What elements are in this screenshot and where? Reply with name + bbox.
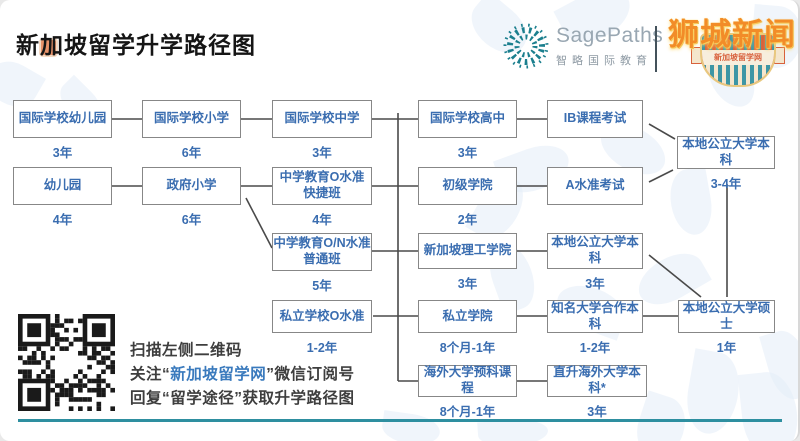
node-a-level-exam: A水准考试 <box>547 167 643 205</box>
badge-shield: 新加坡留学网 <box>700 33 776 87</box>
footer-line1: 扫描左侧二维码 <box>130 342 243 359</box>
node-duration-local-public-uni-bachelor-a: 3-4年 <box>710 177 742 191</box>
node-duration-overseas-bachelor: 3年 <box>587 405 607 419</box>
node-duration-o-level-express: 4年 <box>312 213 332 227</box>
badge-text: 新加坡留学网 <box>714 53 762 62</box>
node-duration-polytechnic: 3年 <box>457 277 478 291</box>
footer-highlight: 新加坡留学网 <box>170 366 267 383</box>
logo-subtitle: 智略国际教育 <box>556 55 652 67</box>
node-duration-private-college: 8个月-1年 <box>439 341 496 355</box>
logo-name: SagePaths <box>556 24 664 47</box>
node-private-school-o-level: 私立学校O水准 <box>272 300 372 333</box>
node-local-public-uni-master: 本地公立大学硕士 <box>678 300 775 333</box>
node-o-level-express: 中学教育O水准 快捷班 <box>272 167 372 205</box>
node-private-college: 私立学院 <box>418 300 517 333</box>
node-duration-partner-uni-bachelor: 1-2年 <box>579 341 611 355</box>
node-intl-high-school: 国际学校高中 <box>418 100 517 138</box>
sagepaths-logo: SagePaths 智略国际教育 <box>502 22 663 70</box>
liuxue-badge: 新加坡留学网 <box>691 33 785 87</box>
node-duration-private-school-o-level: 1-2年 <box>306 341 338 355</box>
node-duration-intl-kindergarten: 3年 <box>52 146 73 160</box>
news-watermark: 狮城新闻 <box>668 17 796 52</box>
node-duration-junior-college: 2年 <box>457 213 478 227</box>
node-intl-primary: 国际学校小学 <box>142 100 241 138</box>
node-duration-gov-primary: 6年 <box>181 213 202 227</box>
node-intl-kindergarten: 国际学校幼儿园 <box>13 100 112 138</box>
node-ib-exam: IB课程考试 <box>547 100 643 138</box>
node-duration-local-public-uni-master: 1年 <box>716 341 737 355</box>
qr-code <box>18 314 115 411</box>
node-junior-college: 初级学院 <box>418 167 517 205</box>
node-overseas-foundation: 海外大学预科课程 <box>418 365 517 397</box>
footer-line3: 回复“留学途径”获取升学路径图 <box>130 390 355 407</box>
node-duration-intl-secondary: 3年 <box>312 146 332 160</box>
node-overseas-bachelor: 直升海外大学本科* <box>547 365 647 397</box>
footer-line2: 关注“新加坡留学网”微信订阅号 <box>130 366 355 383</box>
logo-divider <box>655 26 657 72</box>
node-intl-secondary: 国际学校中学 <box>272 100 372 138</box>
node-duration-intl-high-school: 3年 <box>457 146 478 160</box>
bottom-rule <box>18 419 782 422</box>
qr-center-logo <box>39 38 58 57</box>
node-kindergarten: 幼儿园 <box>13 167 112 205</box>
node-on-level-normal: 中学教育O/N水准 普通班 <box>272 233 372 271</box>
node-duration-intl-primary: 6年 <box>181 146 202 160</box>
burst-logo-icon <box>503 23 549 69</box>
node-duration-overseas-foundation: 8个月-1年 <box>439 405 496 419</box>
node-duration-local-public-uni-bachelor-b: 3年 <box>585 277 605 291</box>
node-local-public-uni-bachelor-a: 本地公立大学本科 <box>677 136 775 169</box>
page-title: 新加坡留学升学路径图 <box>16 32 256 58</box>
node-partner-uni-bachelor: 知名大学合作本科 <box>547 300 643 333</box>
node-duration-kindergarten: 4年 <box>52 213 73 227</box>
node-local-public-uni-bachelor-b: 本地公立大学本科 <box>547 233 643 269</box>
node-gov-primary: 政府小学 <box>142 167 241 205</box>
node-polytechnic: 新加坡理工学院 <box>418 233 517 269</box>
node-duration-on-level-normal: 5年 <box>312 279 332 293</box>
